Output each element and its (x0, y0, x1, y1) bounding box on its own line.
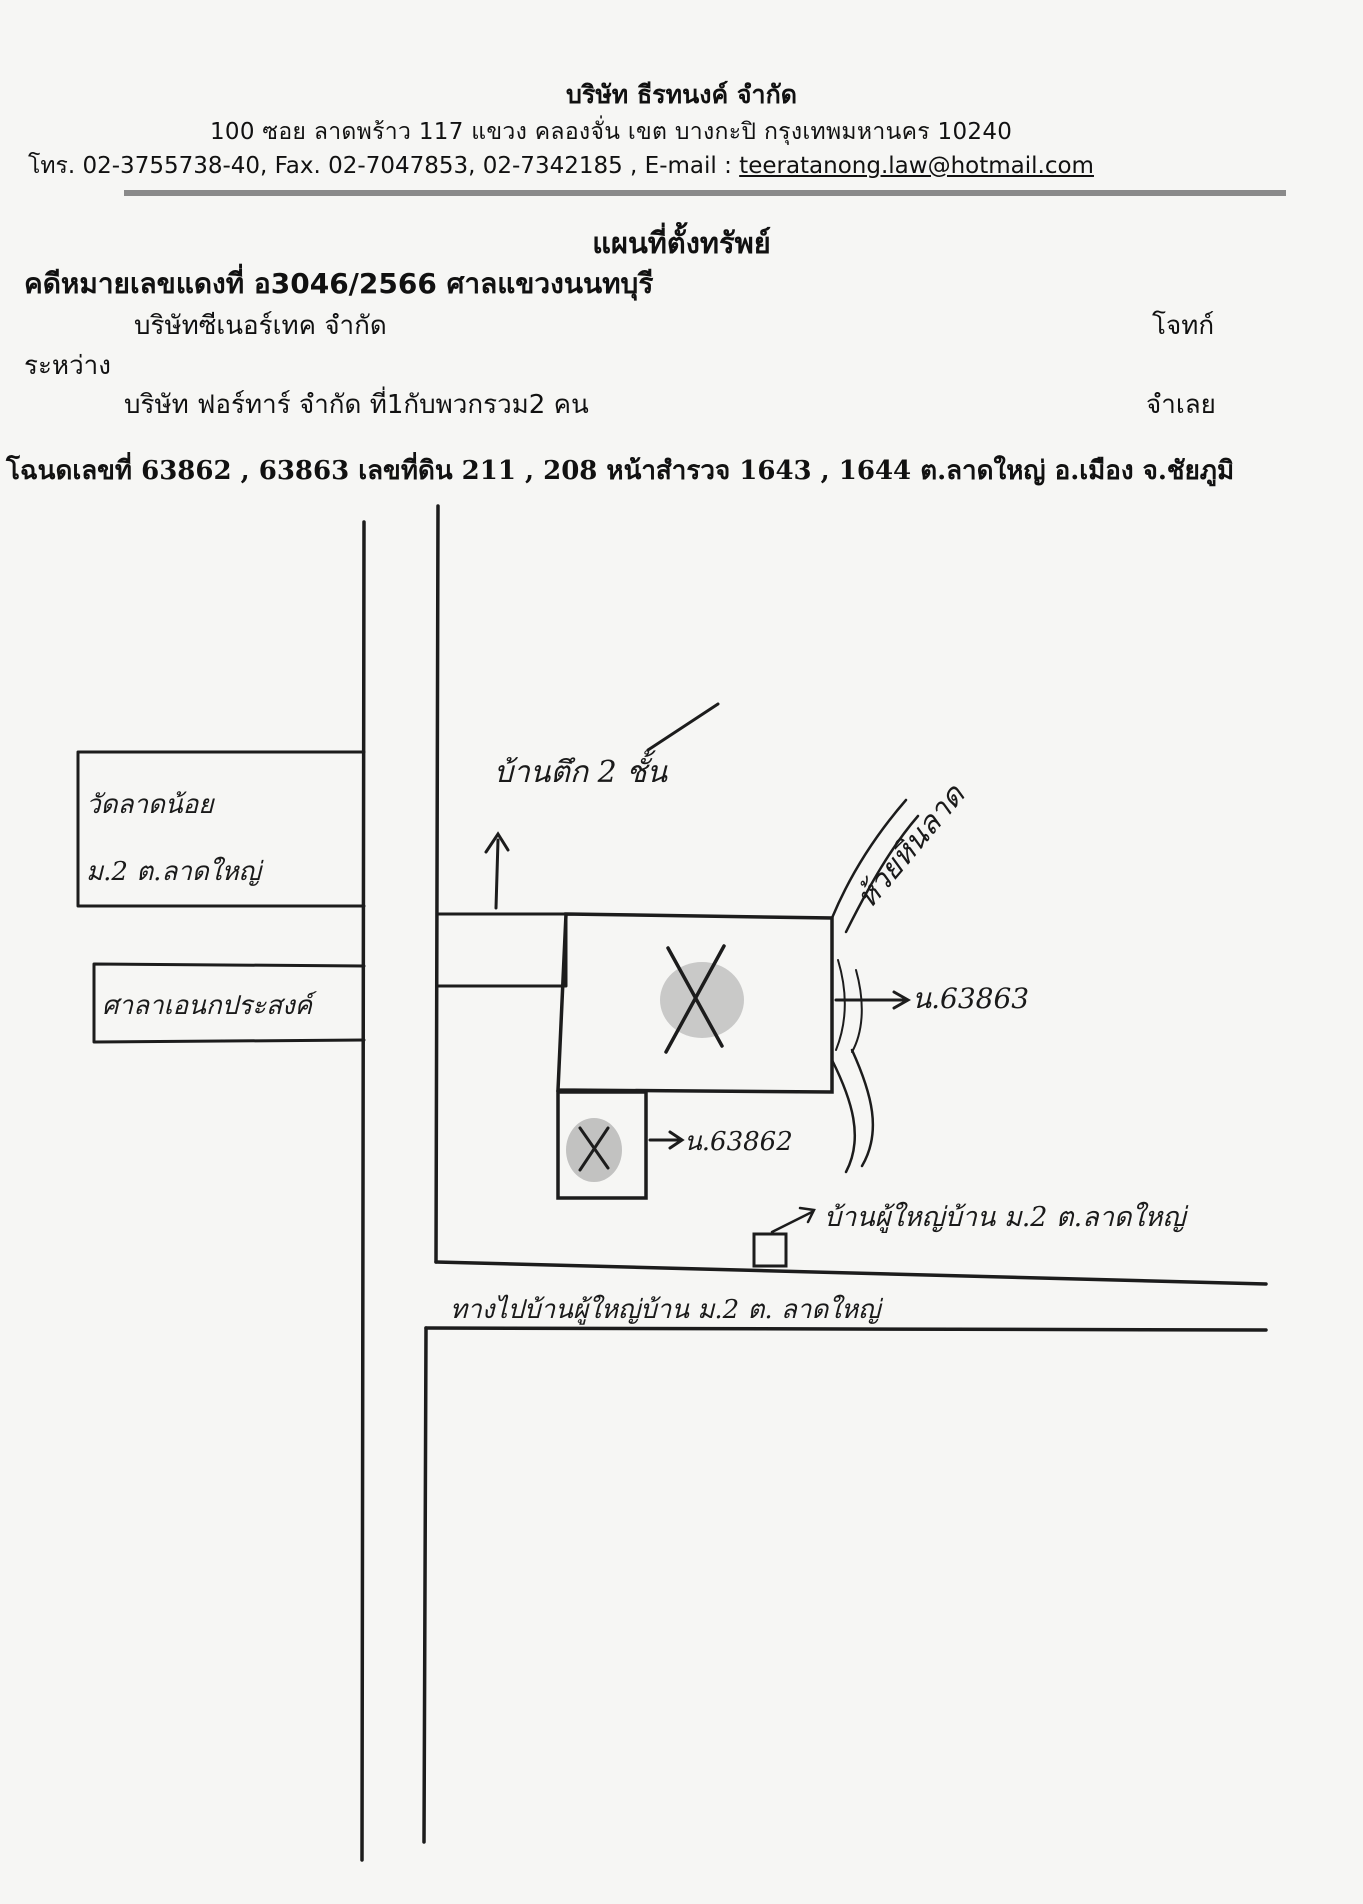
headman-house-icon (752, 1232, 788, 1268)
plot-63863-x-mark (664, 944, 726, 1054)
arrow-up-icon (484, 831, 510, 910)
side-road-bottom-edge (424, 1326, 1268, 1332)
case-number: คดีหมายเลขแดงที่ อ3046/2566 ศาลแขวงนนทบุ… (24, 267, 654, 300)
temple-label-line2: ม.2 ต.ลาดใหญ่ (86, 856, 264, 887)
defendant-role: จำเลย (1146, 390, 1216, 420)
temple-label-line1: วัดลาดน้อย (86, 790, 215, 820)
arrow-icon (770, 1206, 816, 1234)
company-name: บริษัท ธีรทนงค์ จำกัด (566, 80, 797, 109)
email-link[interactable]: teeratanong.law@hotmail.com (739, 153, 1094, 179)
temple-box (76, 750, 366, 908)
defendant-name: บริษัท ฟอร์ทาร์ จำกัด ที่1กับพวกรวม2 คน (124, 390, 589, 420)
headman-house-label: บ้านผู้ใหญ่บ้าน ม.2 ต.ลาดใหญ่ (824, 1201, 1189, 1234)
company-address: 100 ซอย ลาดพร้าว 117 แขวง คลองจั่น เขต บ… (210, 119, 1013, 145)
plaintiff-role: โจทก์ (1152, 311, 1215, 341)
pen-stroke (646, 702, 720, 752)
plot-63863-boundary (556, 912, 834, 1094)
plot-63862-boundary (556, 1090, 648, 1200)
document-title: แผนที่ตั้งทรัพย์ (592, 226, 771, 260)
deed-62862-label: น.63862 (684, 1127, 793, 1157)
plot-63863-shading (660, 962, 744, 1038)
between-label: ระหว่าง (24, 351, 111, 381)
main-road-right-edge-upper (434, 504, 440, 1264)
arrow-right-icon (834, 990, 912, 1010)
deed-details: โฉนดเลขที่ 63862 , 63863 เลขที่ดิน 211 ,… (6, 456, 1235, 486)
arrow-right-icon (648, 1130, 685, 1150)
pavilion-box (92, 962, 366, 1044)
property-location-map: ทางไปบ้านผู้ใหญ่บ้าน ม.2 ต. ลาดใหญ่ วัดล… (76, 504, 1268, 1862)
house-label: บ้านตึก 2 ชั้น (494, 750, 669, 790)
header-divider (124, 190, 1286, 196)
main-road-right-edge-lower (422, 1326, 428, 1844)
stream-label: ห้วยหินลาด (849, 777, 973, 915)
deed-63863-label: น.63863 (912, 982, 1029, 1015)
side-road-top-edge (434, 1260, 1268, 1286)
stream-banks (830, 798, 920, 1174)
plot-63862-x-mark (578, 1126, 610, 1172)
plaintiff-name: บริษัทซีเนอร์เทค จำกัด (134, 311, 387, 341)
road-label: ทางไปบ้านผู้ใหญ่บ้าน ม.2 ต. ลาดใหญ่ (450, 1294, 883, 1325)
pavilion-label: ศาลาเอนกประสงค์ (102, 991, 317, 1021)
company-contact: โทร. 02-3755738-40, Fax. 02-7047853, 02-… (28, 148, 1094, 184)
stream-flow-lines (835, 959, 863, 1053)
access-lane (436, 912, 568, 988)
contact-text: โทร. 02-3755738-40, Fax. 02-7047853, 02-… (28, 153, 740, 179)
main-road-left-edge (360, 520, 366, 1862)
